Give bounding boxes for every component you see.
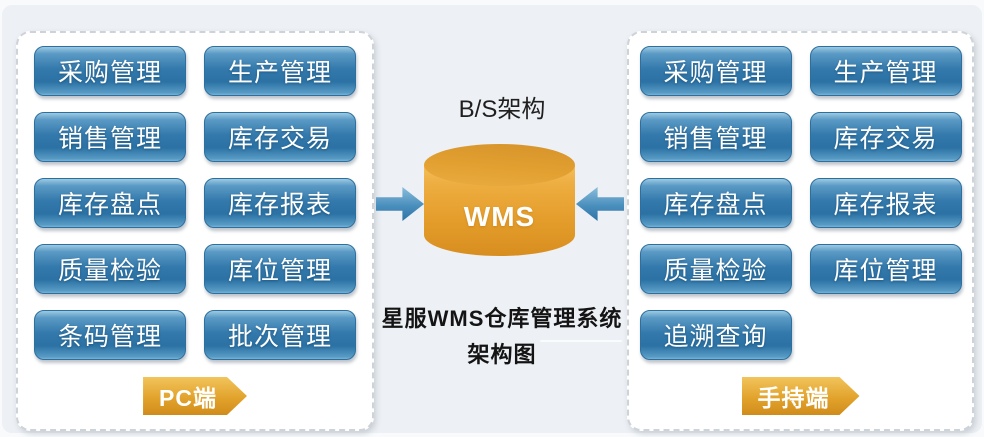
pc-module-purchase: 采购管理 [34, 46, 186, 96]
pc-module-production: 生产管理 [204, 46, 356, 96]
handheld-to-wms-arrow-icon [576, 187, 624, 221]
pc-badge-arrow-banner: PC端 [143, 377, 247, 415]
hh-module-trace-query: 追溯查询 [639, 310, 792, 360]
pc-module-quality-inspection: 质量检验 [34, 244, 186, 294]
pc-module-inventory-count: 库存盘点 [34, 178, 186, 228]
handheld-badge-arrow-banner: 手持端 [742, 377, 860, 415]
handheld-panel: 采购管理 生产管理 销售管理 库存交易 库存盘点 库存报表 质量检验 库位管理 … [627, 31, 974, 431]
pc-module-location-management: 库位管理 [204, 244, 356, 294]
diagram-caption-line1: 星服WMS仓库管理系统 [381, 306, 623, 331]
cylinder-top-icon [424, 144, 575, 186]
pc-module-sales: 销售管理 [34, 112, 186, 162]
diagram-caption-line2: 架构图 [467, 342, 537, 367]
hh-module-sales: 销售管理 [639, 112, 792, 162]
bs-architecture-label: B/S架构 [458, 96, 546, 123]
hh-module-quality-inspection: 质量检验 [639, 244, 792, 294]
pc-module-batch-management: 批次管理 [204, 310, 356, 360]
hh-module-inventory-count: 库存盘点 [639, 178, 792, 228]
hh-module-location-management: 库位管理 [809, 244, 962, 294]
pc-module-inventory-report: 库存报表 [204, 178, 356, 228]
hh-module-inventory-report: 库存报表 [809, 178, 962, 228]
pc-module-list: 采购管理 生产管理 销售管理 库存交易 库存盘点 库存报表 质量检验 库位管理 … [18, 33, 372, 360]
handheld-module-list: 采购管理 生产管理 销售管理 库存交易 库存盘点 库存报表 质量检验 库位管理 … [629, 33, 972, 360]
wms-label: WMS [463, 201, 536, 232]
hh-module-purchase: 采购管理 [639, 46, 792, 96]
wms-database-cylinder: WMS [424, 144, 575, 256]
diagram-background: 采购管理 生产管理 销售管理 库存交易 库存盘点 库存报表 质量检验 库位管理 … [2, 5, 982, 433]
caption-divider-line [540, 340, 622, 342]
hh-module-inventory-transaction: 库存交易 [809, 112, 962, 162]
pc-module-barcode-management: 条码管理 [34, 310, 186, 360]
pc-module-inventory-transaction: 库存交易 [204, 112, 356, 162]
pc-to-wms-arrow-icon [376, 187, 424, 221]
hh-module-production: 生产管理 [809, 46, 962, 96]
pc-panel: 采购管理 生产管理 销售管理 库存交易 库存盘点 库存报表 质量检验 库位管理 … [16, 31, 374, 431]
